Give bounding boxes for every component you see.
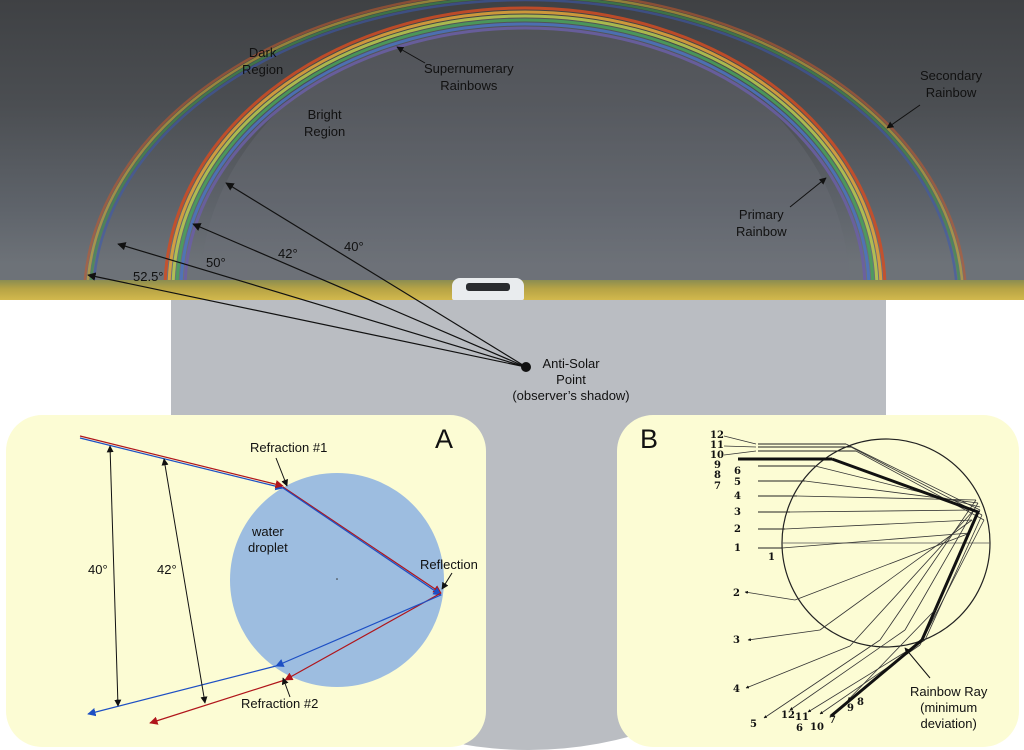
exit-number: 12: [781, 710, 795, 721]
label-dark-region: Dark Region: [242, 45, 284, 77]
exit-number: 9: [847, 703, 854, 714]
exit-rays: [744, 590, 936, 719]
label-secondary-rainbow: Secondary Rainbow: [920, 68, 983, 100]
ray-number: 4: [734, 491, 741, 502]
ray-number: 7: [714, 481, 721, 492]
label-supernumerary: Supernumerary Rainbows: [424, 61, 514, 93]
label-primary-rainbow: Primary Rainbow: [736, 207, 787, 239]
exit-number: 3: [733, 635, 740, 646]
car: [452, 278, 524, 300]
panel-b-letter: B: [640, 424, 659, 454]
ray-number: 11: [710, 440, 724, 451]
exit-number: 7: [829, 715, 836, 726]
label-reflection: Reflection: [420, 557, 478, 572]
exit-number: 2: [733, 588, 740, 599]
panel-b-drawing: [723, 435, 991, 719]
ray-number: 2: [734, 524, 741, 535]
ray-number: 9: [714, 460, 721, 471]
angle-40: 40°: [344, 239, 364, 254]
exit-number: 6: [796, 723, 803, 734]
ray-number: 1: [734, 543, 741, 554]
ray-number: 3: [734, 507, 741, 518]
label-pointers: [396, 46, 921, 208]
angle-42: 42°: [278, 246, 298, 261]
incoming-rays: [758, 443, 856, 549]
angle-a-42: 42°: [157, 562, 177, 577]
label-anti-solar-point: Anti-Solar Point (observer’s shadow): [512, 356, 630, 403]
angle-52-5: 52.5°: [133, 269, 164, 284]
angle-a-40: 40°: [88, 562, 108, 577]
ray-number: 5: [734, 477, 741, 488]
ray-number: 8: [714, 470, 721, 481]
exit-number: 8: [857, 697, 864, 708]
label-rainbow-ray: Rainbow Ray (minimum deviation): [910, 684, 988, 731]
exit-number: 10: [810, 722, 824, 733]
bright-region: [200, 15, 850, 300]
exit-number: 11: [795, 712, 809, 723]
panel-a-letter: A: [435, 424, 454, 454]
water-droplet: [230, 473, 444, 687]
anti-solar-point: [521, 362, 531, 372]
ray-number: 10: [710, 450, 724, 461]
exit-number: 1: [768, 552, 775, 563]
ray-number: 12: [710, 430, 724, 441]
label-water-droplet: water droplet: [248, 524, 288, 555]
label-refraction-2: Refraction #2: [241, 696, 319, 711]
ray-number: 6: [734, 466, 741, 477]
panel-a-drawing: [79, 435, 453, 725]
label-refraction-1: Refraction #1: [250, 440, 328, 455]
angle-50: 50°: [206, 255, 226, 270]
exit-number: 4: [733, 684, 740, 695]
anti-solar-rays: [87, 182, 527, 368]
label-bright-region: Bright Region: [304, 107, 346, 139]
exit-number: 5: [750, 719, 757, 730]
rainbow-internal-ray: [831, 457, 981, 641]
